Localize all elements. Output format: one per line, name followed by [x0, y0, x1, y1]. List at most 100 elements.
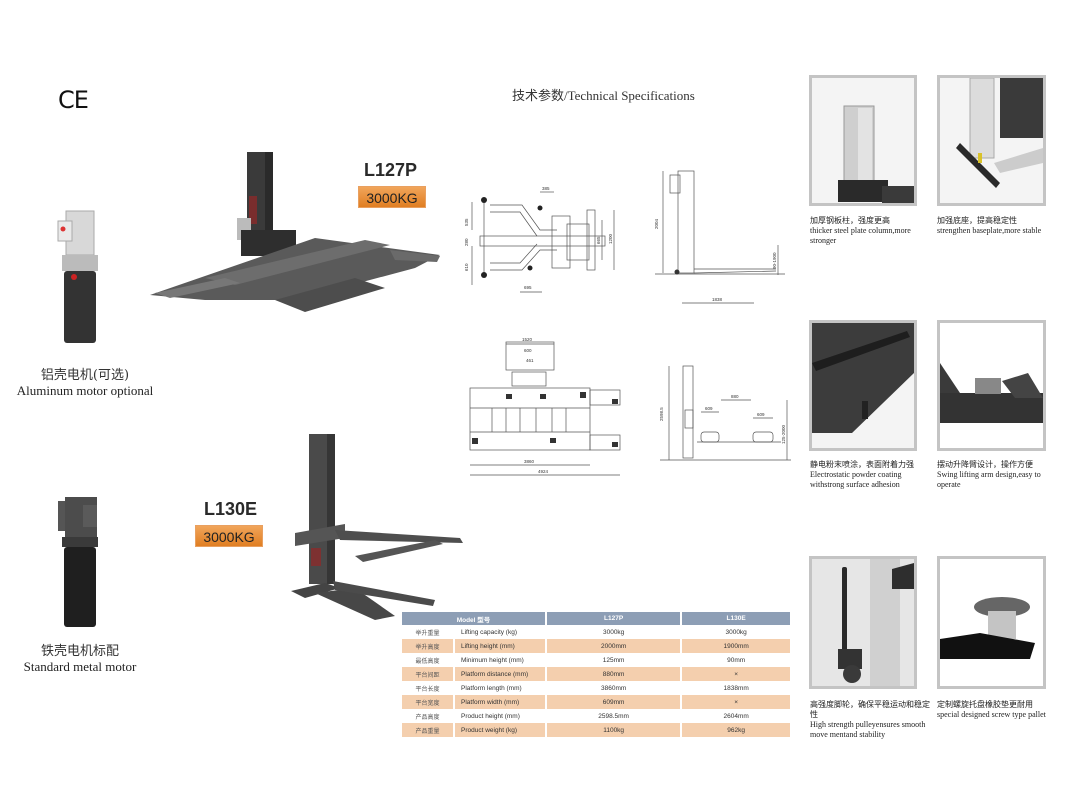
- feature-caption-en: strengthen baseplate,more stable: [937, 226, 1042, 235]
- table-row: 平台长度 Platform length (mm) 3860mm 1838mm: [402, 681, 790, 695]
- feature-caption: 定制螺旋托盘橡胶垫更耐用 special designed screw type…: [937, 700, 1059, 720]
- spec-label-en: Minimum height (mm): [454, 653, 547, 667]
- spec-label-cn: 产品重量: [402, 723, 455, 737]
- spec-value-l130e: 962kg: [681, 723, 790, 737]
- dim-label: 880: [731, 394, 739, 399]
- feature-caption: 加厚钢板柱，强度更高 thicker steel plate column,mo…: [810, 216, 932, 246]
- spec-value-l127p: 609mm: [546, 695, 683, 709]
- spec-value-l127p: 1100kg: [546, 723, 683, 737]
- dim-label: 1838: [712, 297, 723, 302]
- spec-table: Model 型号 L127P L130E 举升重量 Lifting capaci…: [402, 612, 790, 737]
- spec-label-en: Lifting height (mm): [454, 639, 547, 653]
- wheel-detail-image: [812, 559, 914, 686]
- coating-detail-image: [812, 323, 914, 433]
- spec-table-header-l127p: L127P: [546, 612, 683, 625]
- feature-caption-en: High strength pulleyensures smooth move …: [810, 720, 926, 739]
- spec-value-l130e: 90mm: [681, 653, 790, 667]
- spec-label-cn: 最低高度: [402, 653, 455, 667]
- spec-table-header-model: Model 型号: [402, 612, 547, 625]
- feature-caption-cn: 静电粉末喷涂，表面附着力强: [810, 460, 914, 469]
- spec-label-cn: 产品高度: [402, 709, 455, 723]
- feature-caption-en: special designed screw type pallet: [937, 710, 1046, 719]
- feature-caption: 摆动升降臂设计，操作方便 Swing lifting arm design,ea…: [937, 460, 1059, 490]
- l127p-lift-image: [150, 152, 440, 312]
- spec-value-l130e: ×: [681, 667, 790, 681]
- dim-label: 610: [464, 263, 469, 271]
- feature-caption-en: Swing lifting arm design,easy to operate: [937, 470, 1041, 489]
- dim-label: 535: [464, 218, 469, 226]
- spec-value-l130e: 3000kg: [681, 625, 790, 639]
- feature-caption-cn: 定制螺旋托盘橡胶垫更耐用: [937, 700, 1033, 709]
- spec-value-l127p: 2000mm: [546, 639, 683, 653]
- l130e-lift-image: [291, 434, 463, 620]
- dim-label: 280: [464, 238, 469, 246]
- spec-label-en: Platform length (mm): [454, 681, 547, 695]
- dim-label: 125-2000: [781, 424, 786, 444]
- dim-label: 609: [757, 412, 765, 417]
- dim-label: 385: [542, 186, 550, 191]
- feature-tile-wheel: [809, 556, 917, 689]
- spec-label-en: Product height (mm): [454, 709, 547, 723]
- table-row: 产品重量 Product weight (kg) 1100kg 962kg: [402, 723, 790, 737]
- swing-arm-detail-image: [940, 323, 1043, 448]
- spec-label-en: Platform distance (mm): [454, 667, 547, 681]
- ce-mark-logo: CE: [58, 86, 89, 114]
- dim-label: 3860: [524, 459, 535, 464]
- spec-value-l130e: 1900mm: [681, 639, 790, 653]
- dim-label: 2004: [654, 218, 659, 229]
- feature-tile-column: [809, 75, 917, 206]
- l127p-side-view-drawing: 2598.5 609 880 609 125-2000: [659, 365, 791, 461]
- spec-label-cn: 平台长度: [402, 681, 455, 695]
- aluminum-motor-caption-cn: 铝壳电机(可选): [40, 368, 130, 383]
- spec-label-cn: 举升重量: [402, 625, 455, 639]
- spec-value-l127p: 125mm: [546, 653, 683, 667]
- feature-tile-swing-arm: [937, 320, 1046, 451]
- dim-label: 609: [705, 406, 713, 411]
- standard-motor-caption: 铁壳电机标配 Standard metal motor: [0, 640, 160, 675]
- table-row: 平台宽度 Platform width (mm) 609mm ×: [402, 695, 790, 709]
- l130e-capacity-badge: 3000KG: [195, 525, 263, 547]
- baseplate-detail-image: [956, 78, 1043, 188]
- feature-caption: 加强底座，提高稳定性 strengthen baseplate,more sta…: [937, 216, 1059, 236]
- spec-value-l127p: 3860mm: [546, 681, 683, 695]
- table-row: 平台间距 Platform distance (mm) 880mm ×: [402, 667, 790, 681]
- aluminum-motor-image: [57, 210, 98, 343]
- aluminum-motor-caption: 铝壳电机(可选) Aluminum motor optional: [0, 364, 170, 399]
- pallet-detail-image: [940, 559, 1043, 686]
- spec-label-en: Platform width (mm): [454, 695, 547, 709]
- table-row: 产品高度 Product height (mm) 2598.5mm 2604mm: [402, 709, 790, 723]
- l130e-model-name: L130E: [204, 499, 258, 519]
- feature-caption-en: Electrostatic powder coating withstrong …: [810, 470, 902, 489]
- spec-label-cn: 平台间距: [402, 667, 455, 681]
- spec-label-cn: 举升高度: [402, 639, 455, 653]
- standard-motor-caption-en: Standard metal motor: [23, 659, 137, 674]
- feature-caption: 高强度脚轮，确保平稳运动和稳定性 High strength pulleyens…: [810, 700, 932, 740]
- spec-table-header-row: Model 型号 L127P L130E: [402, 612, 790, 625]
- l127p-model-name: L127P: [364, 160, 418, 180]
- spec-table-header-l130e: L130E: [681, 612, 790, 625]
- spec-value-l130e: 2604mm: [681, 709, 790, 723]
- feature-caption-cn: 高强度脚轮，确保平稳运动和稳定性: [810, 700, 930, 719]
- dim-label: 665: [596, 236, 601, 244]
- dim-label: 600: [524, 348, 532, 353]
- dim-label: 2598.5: [659, 407, 664, 421]
- spec-heading: 技术参数/Technical Specifications: [512, 88, 695, 103]
- spec-value-l127p: 880mm: [546, 667, 683, 681]
- standard-motor-image: [58, 497, 98, 627]
- dim-label: 1200: [608, 233, 613, 244]
- spec-value-l130e: 1838mm: [681, 681, 790, 695]
- spec-value-l127p: 3000kg: [546, 625, 683, 639]
- column-detail-image: [838, 105, 914, 203]
- spec-value-l127p: 2598.5mm: [546, 709, 683, 723]
- feature-caption: 静电粉末喷涂，表面附着力强 Electrostatic powder coati…: [810, 460, 932, 490]
- aluminum-motor-caption-en: Aluminum motor optional: [16, 383, 154, 398]
- spec-label-en: Product weight (kg): [454, 723, 547, 737]
- table-row: 举升重量 Lifting capacity (kg) 3000kg 3000kg: [402, 625, 790, 639]
- table-row: 举升高度 Lifting height (mm) 2000mm 1900mm: [402, 639, 790, 653]
- l130e-top-view-drawing: 385 535 280 610 695 665 1200: [464, 186, 615, 293]
- standard-motor-caption-cn: 铁壳电机标配: [40, 644, 119, 659]
- dim-label: 695: [524, 285, 532, 290]
- feature-tile-pallet: [937, 556, 1046, 689]
- feature-caption-en: thicker steel plate column,more stronger: [810, 226, 911, 245]
- spec-value-l130e: ×: [681, 695, 790, 709]
